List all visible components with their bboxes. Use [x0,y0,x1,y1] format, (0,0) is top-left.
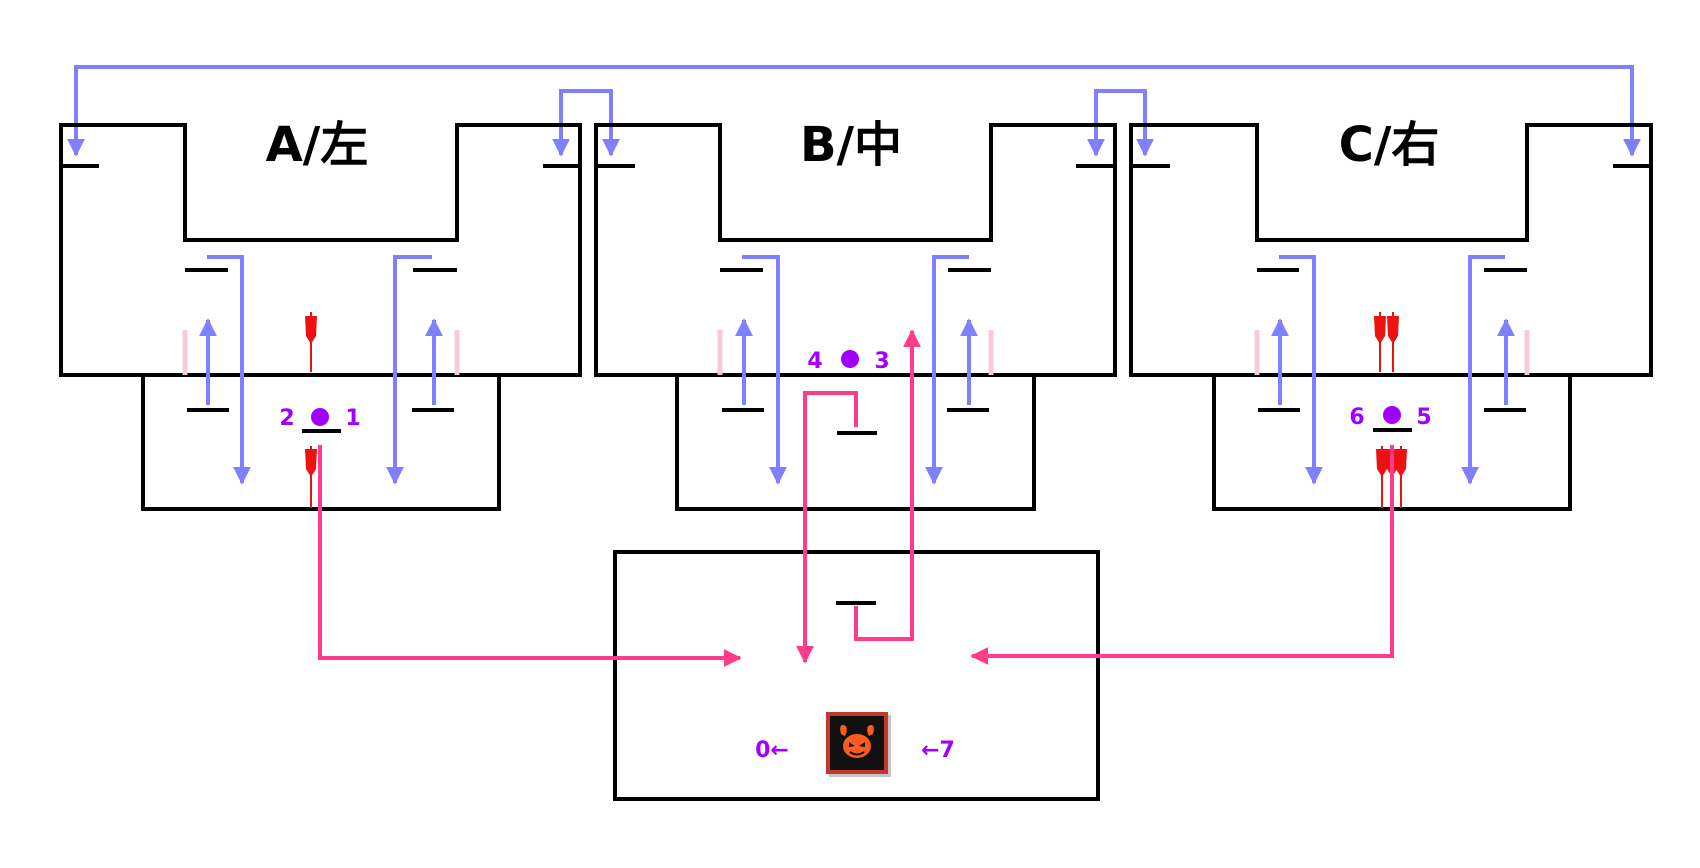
room-a-upper-wall [59,123,582,377]
down-arrow [1279,255,1323,485]
down-arrow [1461,255,1505,485]
red-flag-icon [1374,312,1386,372]
path-arrow-a-to-boss [318,445,742,667]
down-arrow [925,255,969,485]
room-c-upper-wall [1129,123,1653,377]
outer-top-connector [67,65,1641,157]
red-flag-icon [305,312,317,372]
boss-room-wall [613,550,1100,801]
room-b-title: B/中 [800,117,902,173]
path-arrow-c-to-boss [970,445,1394,665]
marker-label: 2 [279,406,294,431]
room-b-upper-wall [594,123,1117,377]
marker-label: 1 [345,406,360,431]
room-a-title: A/左 [266,117,369,173]
path-arrow-boss-to-b [854,329,921,641]
room-b-lower-wall [675,373,1036,511]
down-arrow [742,255,787,485]
red-flag-icon [1376,446,1388,508]
down-arrow [207,255,251,485]
room-c: C/右 6 5 [1129,117,1653,511]
boss-room: 0← ←7 [613,550,1100,801]
marker-label: 3 [874,349,889,374]
room-c-title: C/右 [1339,117,1440,173]
marker-label: 0← [755,738,789,763]
red-flag-icon [305,446,317,508]
marker-label: 6 [1349,405,1364,430]
red-flag-icon [1395,446,1407,508]
marker-label: 5 [1416,405,1431,430]
marker-label: 4 [807,349,822,374]
demon-face-icon [826,712,891,777]
down-arrow [386,255,432,485]
red-flag-icon [1387,312,1399,372]
position-dot [1383,406,1401,424]
marker-label: ←7 [921,738,955,763]
path-arrow-b-to-boss [796,391,858,664]
position-dot [311,408,329,426]
position-dot [841,350,859,368]
room-b: B/中 4 3 [594,117,1117,511]
